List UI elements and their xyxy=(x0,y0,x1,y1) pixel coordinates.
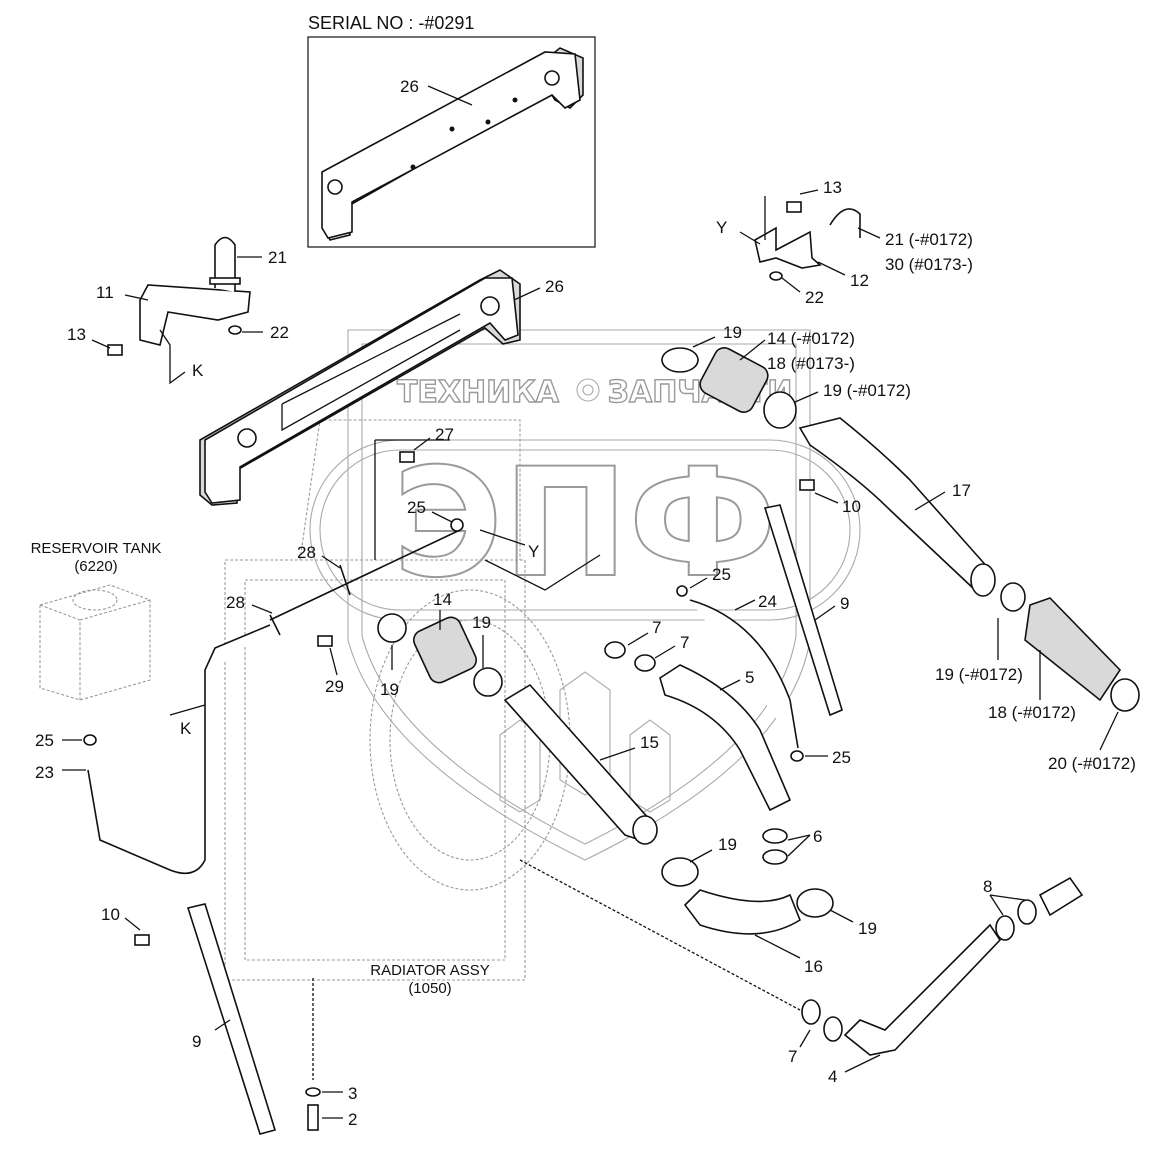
callout-26: 26 xyxy=(545,277,564,296)
callout-19-f: 19 xyxy=(718,835,737,854)
callout-12: 12 xyxy=(850,271,869,290)
callout-17: 17 xyxy=(952,481,971,500)
radiator-support-bracket: 26 xyxy=(199,269,564,506)
callout-3: 3 xyxy=(348,1084,357,1103)
reservoir-hose-assembly: 25 23 K xyxy=(35,704,206,782)
callout-19-a: 19 xyxy=(723,323,742,342)
callout-23: 23 xyxy=(35,763,54,782)
serial-number-box: SERIAL NO : -#0291 26 xyxy=(307,13,596,248)
upper-hose-assembly: 19 14 (-#0172) 18 (#0173-) 19 (-#0172) 1… xyxy=(661,323,1140,773)
bracket-12-assembly: 13 Y 21 (-#0172) 30 (#0173-) 12 22 xyxy=(716,178,973,307)
watermark-left-word: ТЕХНИКА xyxy=(397,375,560,410)
callout-25-left: 25 xyxy=(35,731,54,750)
callout-14-a: 14 (-#0172) xyxy=(767,329,855,348)
callout-7-c: 7 xyxy=(788,1047,797,1066)
callout-19-c: 19 xyxy=(472,613,491,632)
gear-icon xyxy=(576,378,600,402)
bracket-11-assembly: 21 11 13 22 K xyxy=(67,236,289,385)
callout-7-a: 7 xyxy=(652,618,661,637)
callout-4: 4 xyxy=(828,1067,837,1086)
callout-26-serial: 26 xyxy=(400,77,419,96)
callout-19-e: 19 (-#0172) xyxy=(935,665,1023,684)
callout-10-right: 10 xyxy=(842,497,861,516)
k-reference-mid: K xyxy=(180,719,192,738)
callout-19-b: 19 (-#0172) xyxy=(823,381,911,400)
callout-22-left: 22 xyxy=(270,323,289,342)
callout-24: 24 xyxy=(758,592,777,611)
callout-27: 27 xyxy=(435,425,454,444)
callout-13-right: 13 xyxy=(823,178,842,197)
callout-19-d: 19 xyxy=(380,680,399,699)
callout-10-left: 10 xyxy=(101,905,120,924)
callout-5: 5 xyxy=(745,668,754,687)
callout-16: 16 xyxy=(804,957,823,976)
callout-15: 15 xyxy=(640,733,659,752)
center-pipe-assembly: 27 25 Y 28 28 29 14 19 19 15 7 7 xyxy=(87,425,877,976)
callout-25-a: 25 xyxy=(407,498,426,517)
callout-25-c: 25 xyxy=(832,748,851,767)
reservoir-tank-ghost xyxy=(39,584,151,701)
radiator-assy-caption: RADIATOR ASSY xyxy=(370,962,489,979)
callout-18-a: 18 (#0173-) xyxy=(767,354,855,373)
callout-11: 11 xyxy=(96,283,114,302)
callout-20: 20 (-#0172) xyxy=(1048,754,1136,773)
callout-13-left: 13 xyxy=(67,325,86,344)
callout-18-b: 18 (-#0172) xyxy=(988,703,1076,722)
callout-21-right: 21 (-#0172) xyxy=(885,230,973,249)
k-reference-top: K xyxy=(192,361,204,380)
callout-22-right: 22 xyxy=(805,288,824,307)
callout-29: 29 xyxy=(325,677,344,696)
lower-right-hose-assembly: 7 8 4 xyxy=(519,859,1084,1086)
callout-2: 2 xyxy=(348,1110,357,1129)
callout-9-left: 9 xyxy=(192,1032,201,1051)
y-reference-mid: Y xyxy=(528,542,539,561)
callout-8: 8 xyxy=(983,877,992,896)
callout-14-b: 14 xyxy=(433,590,452,609)
reservoir-tank-caption: RESERVOIR TANK xyxy=(31,540,162,557)
callout-30-right: 30 (#0173-) xyxy=(885,255,973,274)
callout-6: 6 xyxy=(813,827,822,846)
captions: RESERVOIR TANK (6220) RADIATOR ASSY (105… xyxy=(31,540,490,997)
callout-21-left: 21 xyxy=(268,248,287,267)
serial-number-title: SERIAL NO : -#0291 xyxy=(308,13,474,33)
watermark-shield xyxy=(347,329,811,861)
callout-9-right: 9 xyxy=(840,594,849,613)
callout-19-g: 19 xyxy=(858,919,877,938)
lower-left-stay-assembly: 10 9 3 2 xyxy=(101,903,357,1135)
radiator-assy-code: (1050) xyxy=(408,980,451,997)
callout-7-b: 7 xyxy=(680,633,689,652)
watermark-logo-pill xyxy=(309,439,861,621)
callout-28-a: 28 xyxy=(297,543,316,562)
reservoir-tank-code: (6220) xyxy=(74,558,117,575)
callout-28-b: 28 xyxy=(226,593,245,612)
y-reference-top: Y xyxy=(716,218,727,237)
callout-25-b: 25 xyxy=(712,565,731,584)
